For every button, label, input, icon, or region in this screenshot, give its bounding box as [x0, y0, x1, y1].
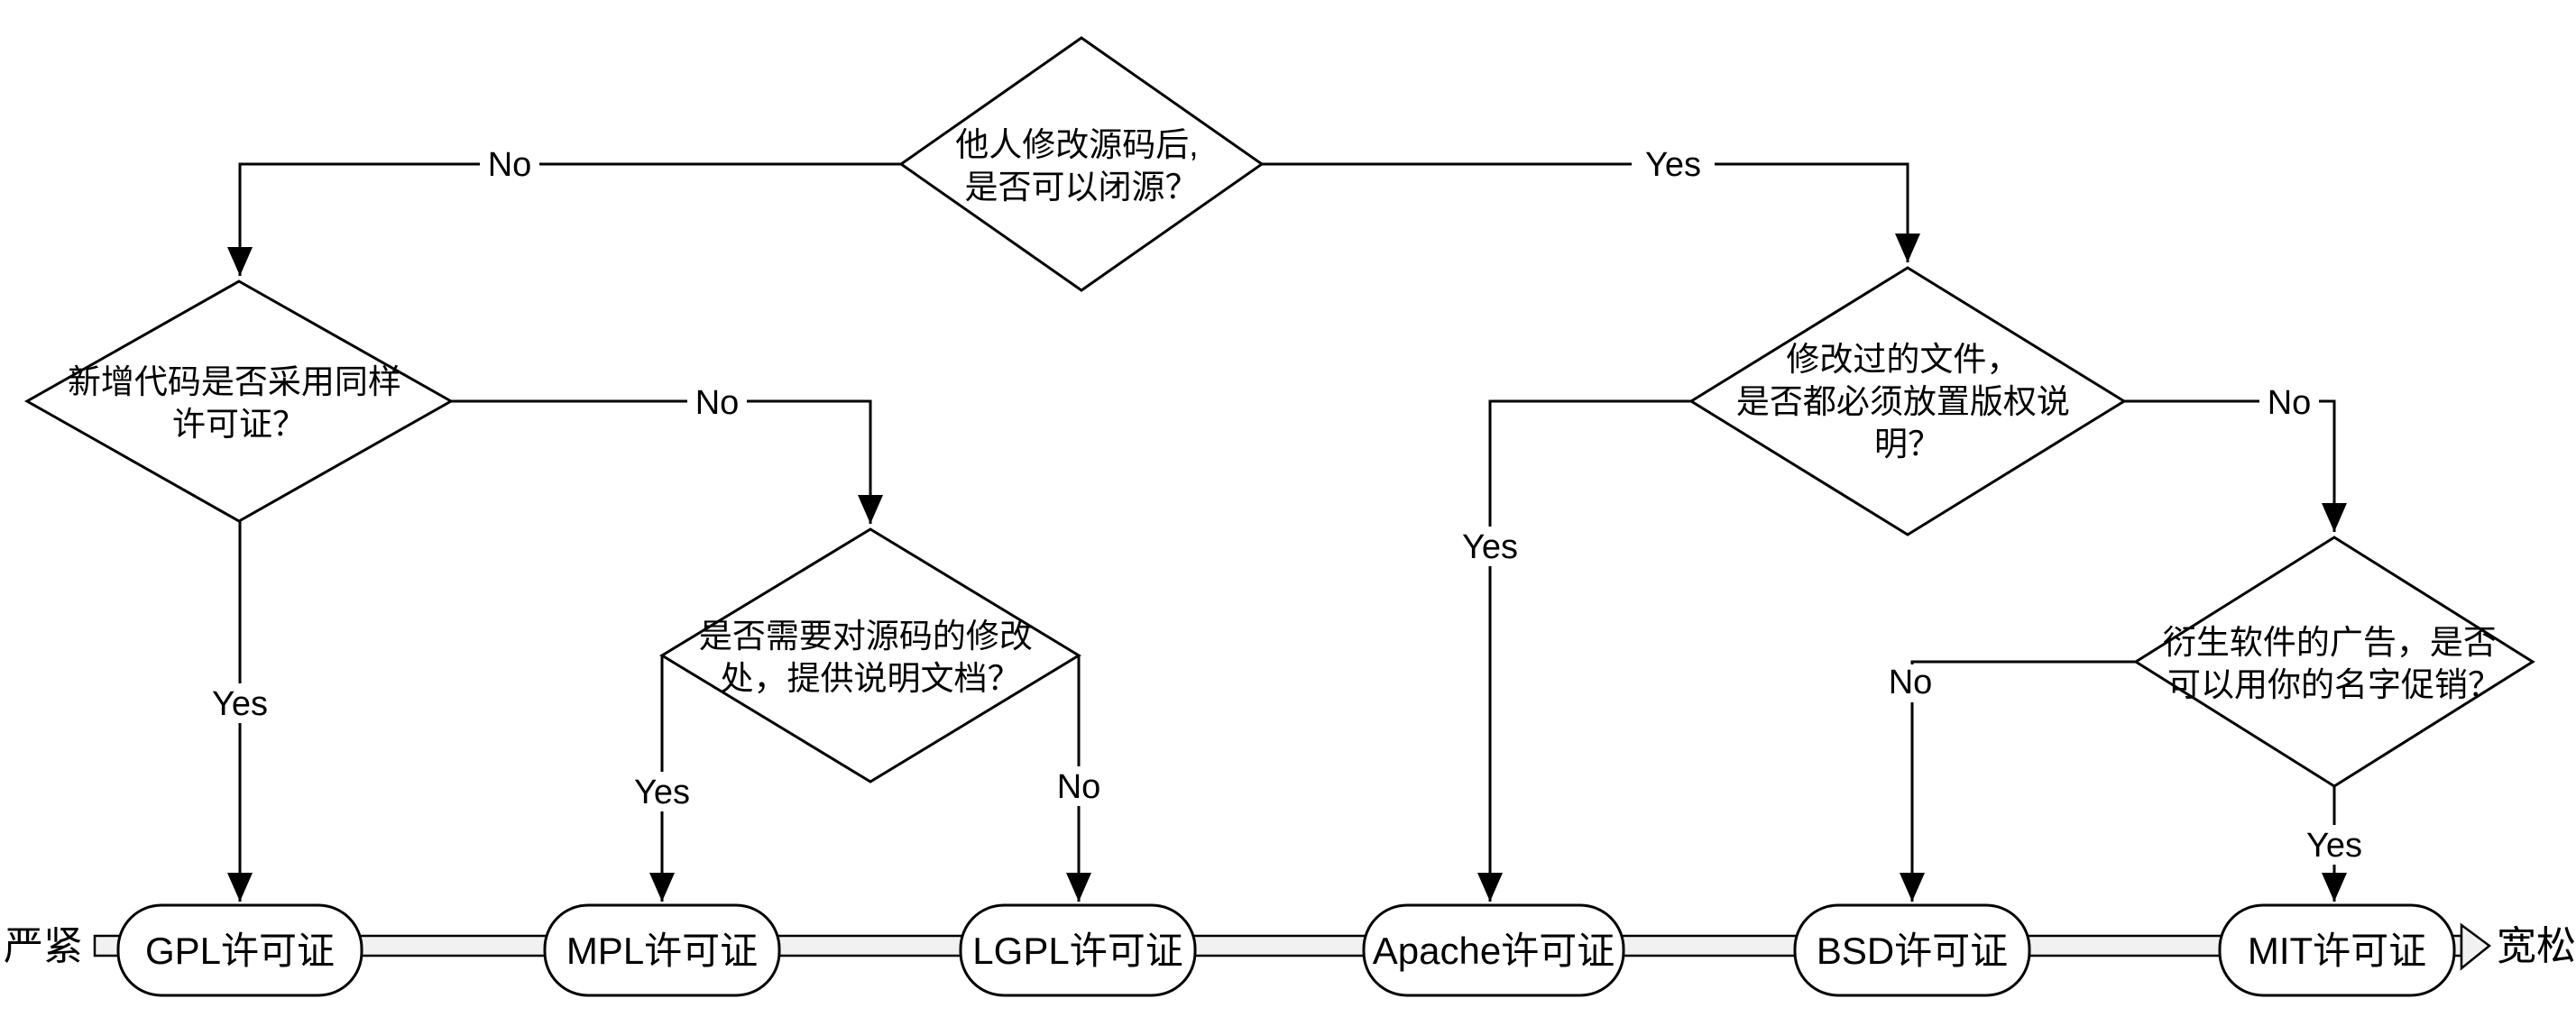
svg-text:No: No — [488, 146, 532, 184]
license-label: BSD许可证 — [1817, 930, 2008, 972]
license-capsule — [959, 903, 1197, 997]
license-capsule — [543, 903, 781, 997]
decision-text-line: 明？ — [1874, 426, 1941, 463]
edge-label-doc-changes-yes: Yes — [621, 772, 704, 811]
decision-copyright-notice-diamond — [1688, 266, 2127, 536]
spectrum-arrowhead-icon — [2460, 922, 2492, 971]
edge-label-name-promo-no: No — [1881, 664, 1940, 702]
decision-name-promo-text: 衍生软件的广告，是否 可以用你的名字促销？ — [2163, 624, 2506, 703]
edge-label-halo — [2293, 825, 2376, 865]
decision-copyright-notice-text: 修改过的文件， 是否都必须放置版权说 明？ — [1736, 341, 2079, 463]
edge-label-copyright-no: No — [2259, 382, 2319, 422]
license-capsule — [116, 903, 363, 997]
svg-text:Yes: Yes — [634, 774, 690, 811]
svg-text:No: No — [2268, 384, 2312, 422]
decision-text-line: 衍生软件的广告，是否 — [2163, 624, 2497, 661]
edge-label-halo — [2259, 382, 2319, 422]
decision-same-license-text: 新增代码是否采用同样 许可证？ — [68, 363, 410, 443]
decision-doc-changes: 是否需要对源码的修改 处，提供说明文档？ — [659, 527, 1081, 783]
decision-text-line: 修改过的文件， — [1786, 341, 2019, 378]
edge-label-halo — [687, 382, 747, 422]
decision-close-source-text: 他人修改源码后, 是否可以闭源？ — [955, 126, 1208, 206]
decision-same-license: 新增代码是否采用同样 许可证？ — [23, 279, 455, 523]
edge-label-same-license-no: No — [687, 382, 747, 422]
edge-label-halo — [1632, 144, 1715, 184]
license-node-mit: MIT许可证 — [2218, 903, 2456, 997]
decision-doc-changes-text: 是否需要对源码的修改 处，提供说明文档？ — [699, 618, 1042, 697]
decision-text-line: 他人修改源码后, — [955, 126, 1198, 163]
edge-label-same-license-yes: Yes — [198, 683, 281, 723]
svg-text:Yes: Yes — [1462, 528, 1518, 566]
edge-label-copyright-yes: Yes — [1449, 527, 1532, 566]
svg-text:Yes: Yes — [212, 685, 268, 723]
decision-same-license-diamond — [23, 279, 455, 523]
license-capsule — [2218, 903, 2456, 997]
edge-label-halo — [1881, 664, 1940, 702]
decision-text-line: 处，提供说明文档？ — [721, 660, 1021, 697]
edge-label-close-source-yes: Yes — [1632, 144, 1715, 184]
spectrum-loose-label: 宽松 — [2497, 924, 2576, 968]
license-capsule — [1362, 903, 1625, 997]
license-node-mpl: MPL许可证 — [543, 903, 781, 997]
decision-name-promo: 衍生软件的广告，是否 可以用你的名字促销？ — [2133, 536, 2535, 788]
edge-name-promo-no — [1900, 660, 2136, 902]
decision-text-line: 是否可以闭源？ — [965, 169, 1199, 206]
svg-text:No: No — [1057, 768, 1101, 806]
spectrum-band — [93, 934, 2463, 957]
edge-label-halo — [1049, 766, 1109, 806]
license-node-apache: Apache许可证 — [1362, 903, 1625, 997]
edge-label-doc-changes-no: No — [1049, 766, 1109, 806]
svg-text:No: No — [1889, 664, 1933, 701]
edge-label-name-promo-yes: Yes — [2293, 825, 2376, 865]
decision-close-source-diamond — [898, 36, 1265, 292]
edge-same-license-no — [451, 399, 883, 524]
license-node-bsd: BSD许可证 — [1793, 903, 2031, 997]
license-label: Apache许可证 — [1373, 930, 1615, 972]
spectrum-strict-label: 严紧 — [4, 924, 83, 968]
license-label: GPL许可证 — [145, 930, 335, 972]
decision-name-promo-diamond — [2133, 536, 2535, 788]
decision-text-line: 是否都必须放置版权说 — [1736, 383, 2070, 420]
decision-doc-changes-diamond — [659, 527, 1081, 783]
edge-copyright-no — [2124, 399, 2347, 532]
edge-label-halo — [198, 683, 281, 723]
decision-text-line: 可以用你的名字促销？ — [2167, 666, 2501, 703]
edge-label-halo — [1449, 527, 1532, 566]
edge-label-close-source-no: No — [480, 144, 539, 184]
edge-close-source-yes — [1262, 162, 1920, 262]
license-label: LGPL许可证 — [972, 930, 1182, 972]
decision-close-source: 他人修改源码后, 是否可以闭源？ — [898, 36, 1265, 292]
license-node-lgpl: LGPL许可证 — [959, 903, 1197, 997]
svg-text:No: No — [695, 384, 740, 422]
decision-copyright-notice: 修改过的文件， 是否都必须放置版权说 明？ — [1688, 266, 2127, 536]
license-label: MPL许可证 — [566, 930, 758, 972]
svg-text:Yes: Yes — [1645, 146, 1701, 184]
edge-copyright-yes — [1477, 399, 1691, 902]
edge-label-halo — [480, 144, 539, 184]
edge-label-halo — [621, 772, 704, 811]
decision-text-line: 新增代码是否采用同样 — [68, 363, 401, 400]
license-label: MIT许可证 — [2248, 930, 2426, 972]
edge-close-source-no — [227, 162, 901, 276]
license-node-gpl: GPL许可证 — [116, 903, 363, 997]
svg-text:Yes: Yes — [2306, 827, 2362, 865]
decision-text-line: 是否需要对源码的修改 — [699, 618, 1033, 655]
license-capsule — [1793, 903, 2031, 997]
decision-text-line: 许可证？ — [172, 406, 306, 443]
